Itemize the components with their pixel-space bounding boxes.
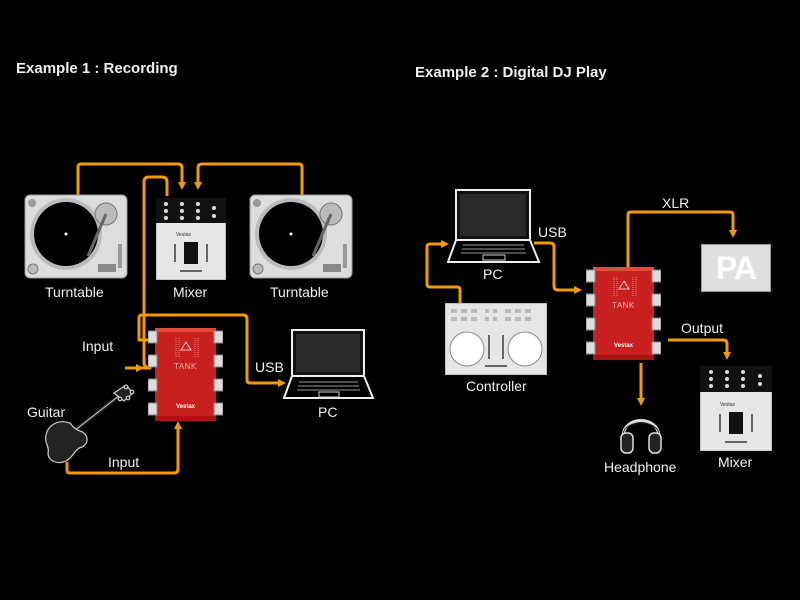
wire-guitar-to-tank	[65, 421, 182, 475]
headphone-icon	[620, 419, 662, 454]
xlr-label: XLR	[662, 195, 690, 211]
wire-controller-to-pc	[425, 240, 462, 305]
turntable-left-icon	[24, 194, 128, 279]
wire-tank-to-mixer	[668, 338, 731, 360]
svg-text:Vestax: Vestax	[176, 232, 192, 238]
guitar-icon	[44, 384, 135, 464]
usb-label-ex2: USB	[538, 224, 567, 240]
turntable-right-label: Turntable	[270, 284, 329, 300]
controller-label: Controller	[466, 378, 527, 394]
example1-title: Example 1 : Recording	[16, 60, 178, 77]
headphone-label: Headphone	[604, 459, 677, 475]
pc-label-ex2: PC	[483, 266, 503, 282]
laptop-icon-ex2	[447, 189, 541, 263]
tank-audio-interface: TANK Vestax	[147, 328, 224, 421]
tank-name: TANK	[174, 362, 197, 371]
example2-title: Example 2 : Digital DJ Play	[415, 64, 607, 81]
pa-label: PA	[715, 249, 757, 286]
tank-name-ex2: TANK	[612, 301, 635, 310]
tank-brand-ex2: Vestax	[613, 343, 634, 349]
mixer-label-ex2: Mixer	[718, 454, 753, 470]
input-label-top: Input	[82, 338, 114, 354]
tank-brand: Vestax	[175, 404, 196, 410]
mixer-icon: Vestax	[156, 198, 226, 280]
pc-label-ex1: PC	[318, 404, 338, 420]
wire-mixer-to-tank	[133, 175, 169, 370]
guitar-label: Guitar	[27, 404, 66, 420]
wire-pc-to-tank	[534, 241, 582, 294]
svg-text:Vestax: Vestax	[720, 402, 736, 408]
turntable-left-label: Turntable	[45, 284, 104, 300]
mixer-label: Mixer	[173, 284, 208, 300]
wire-turntable-right-to-mixer	[194, 162, 304, 195]
tank-icon-ex2	[585, 267, 662, 360]
tank-icon	[147, 328, 224, 421]
input-label-bottom: Input	[108, 454, 140, 470]
output-label: Output	[681, 320, 724, 336]
wire-tank-to-pa	[626, 210, 737, 267]
wire-tank-to-pc	[137, 313, 286, 387]
tank-audio-interface-ex2: TANK Vestax	[585, 267, 662, 360]
pa-speaker-box: PA	[701, 244, 771, 292]
laptop-icon	[283, 329, 375, 399]
dj-controller-icon	[445, 303, 547, 375]
wire-turntable-left-to-mixer	[76, 162, 186, 195]
mixer-icon-ex2: Vestax	[700, 366, 772, 451]
turntable-right-icon	[249, 194, 353, 279]
usb-label-ex1: USB	[255, 359, 284, 375]
